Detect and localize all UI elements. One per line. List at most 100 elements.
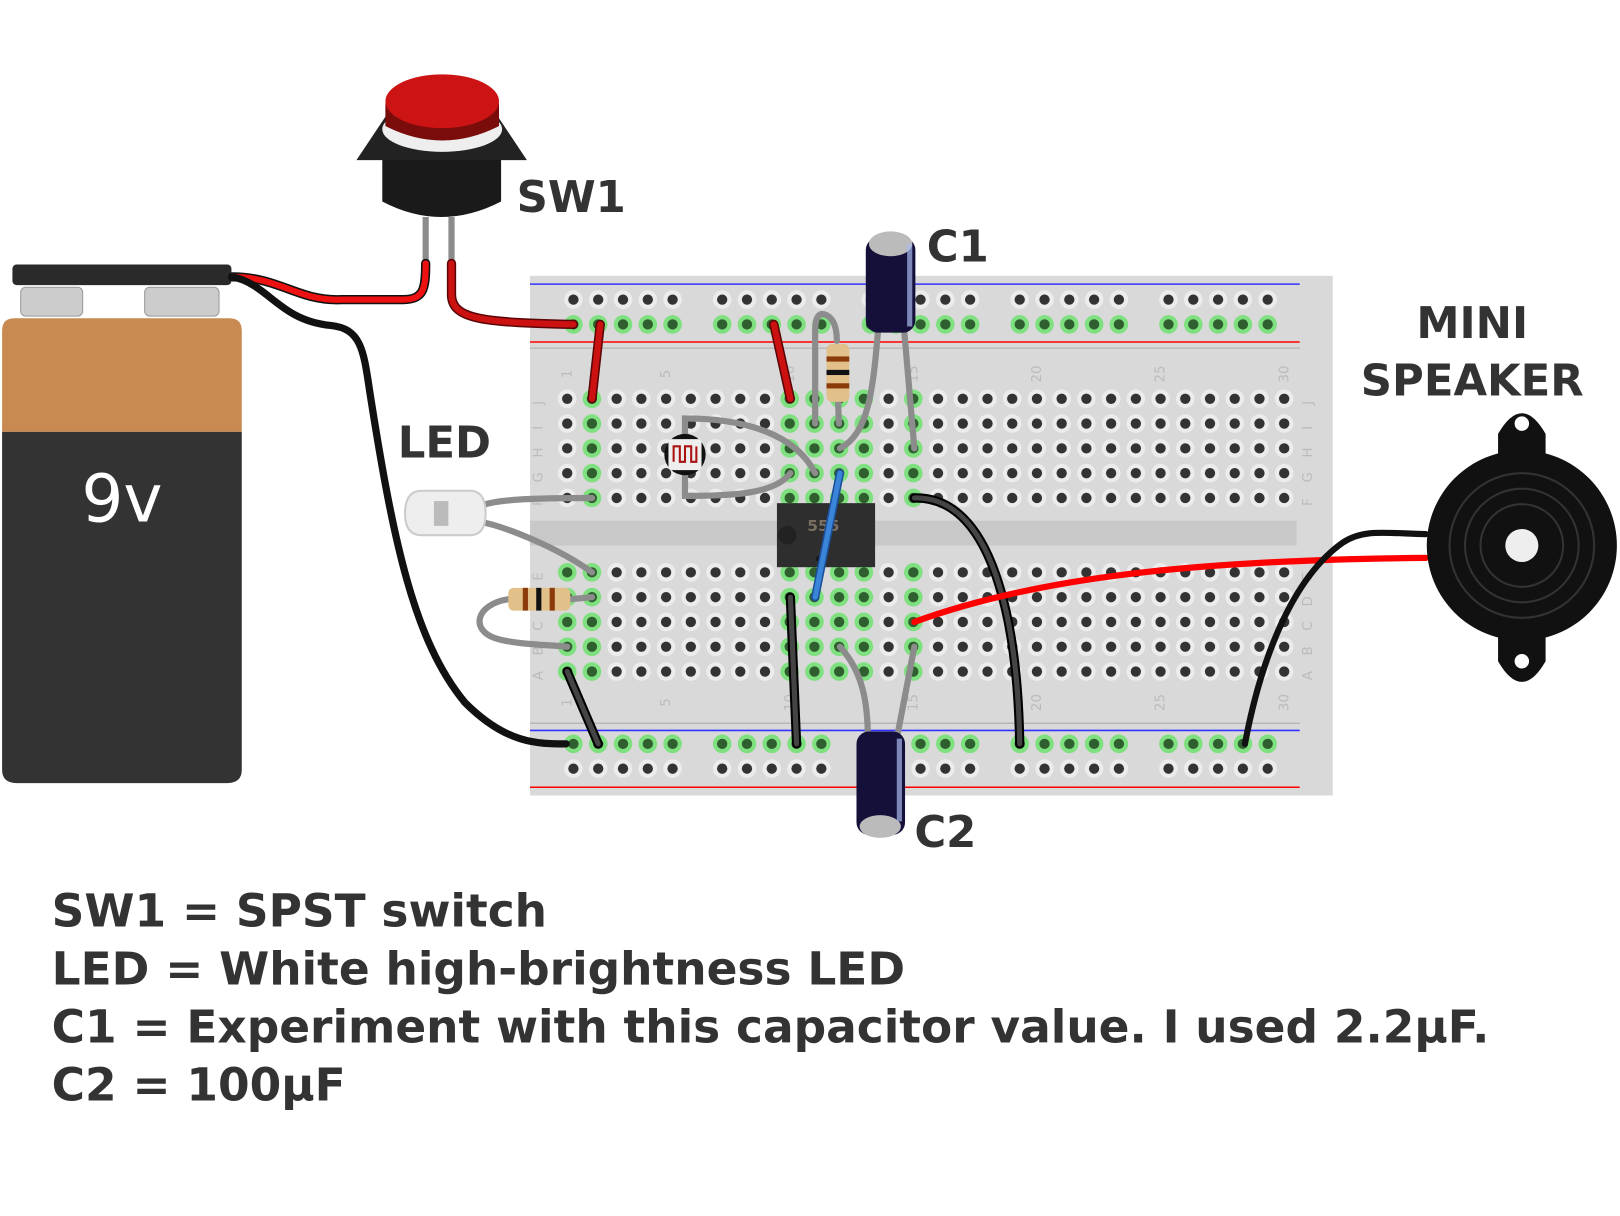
breadboard-hole[interactable] bbox=[953, 488, 973, 508]
breadboard-hole[interactable] bbox=[1077, 463, 1096, 483]
breadboard-hole[interactable] bbox=[1126, 389, 1146, 409]
breadboard-hole[interactable] bbox=[582, 637, 602, 657]
breadboard-hole[interactable] bbox=[755, 662, 775, 681]
breadboard-hole[interactable] bbox=[632, 587, 651, 607]
breadboard-hole[interactable] bbox=[1052, 389, 1071, 409]
breadboard-hole[interactable] bbox=[730, 612, 750, 632]
breadboard-hole[interactable] bbox=[978, 637, 997, 657]
breadboard-hole[interactable] bbox=[656, 662, 676, 681]
breadboard-hole[interactable] bbox=[1052, 414, 1071, 433]
breadboard-hole[interactable] bbox=[663, 290, 682, 309]
breadboard-hole[interactable] bbox=[1159, 759, 1178, 778]
breadboard-hole[interactable] bbox=[1126, 662, 1146, 681]
breadboard-hole[interactable] bbox=[1077, 612, 1096, 632]
breadboard-hole[interactable] bbox=[953, 463, 973, 483]
breadboard-hole[interactable] bbox=[1101, 662, 1121, 681]
breadboard-hole[interactable] bbox=[1258, 290, 1277, 309]
breadboard-hole[interactable] bbox=[1052, 637, 1071, 657]
breadboard-hole[interactable] bbox=[1109, 315, 1129, 334]
breadboard-hole[interactable] bbox=[706, 637, 725, 657]
breadboard-hole[interactable] bbox=[928, 637, 948, 657]
breadboard-hole[interactable] bbox=[953, 563, 973, 582]
breadboard-hole[interactable] bbox=[607, 389, 626, 409]
breadboard-hole[interactable] bbox=[1183, 290, 1203, 309]
breadboard-hole[interactable] bbox=[557, 612, 577, 632]
breadboard-hole[interactable] bbox=[936, 290, 955, 309]
breadboard-hole[interactable] bbox=[904, 587, 923, 607]
breadboard-hole[interactable] bbox=[854, 463, 874, 483]
breadboard-hole[interactable] bbox=[1035, 290, 1054, 309]
breadboard-hole[interactable] bbox=[582, 414, 602, 433]
breadboard-hole[interactable] bbox=[1151, 587, 1170, 607]
breadboard-hole[interactable] bbox=[706, 439, 725, 458]
breadboard-hole[interactable] bbox=[1250, 414, 1269, 433]
breadboard-hole[interactable] bbox=[1060, 290, 1079, 309]
breadboard-hole[interactable] bbox=[730, 637, 750, 657]
breadboard-hole[interactable] bbox=[1233, 315, 1253, 334]
breadboard-hole[interactable] bbox=[656, 488, 676, 508]
breadboard-hole[interactable] bbox=[737, 759, 757, 778]
breadboard-hole[interactable] bbox=[632, 389, 651, 409]
breadboard-hole[interactable] bbox=[557, 414, 577, 433]
breadboard-hole[interactable] bbox=[854, 439, 874, 458]
breadboard-hole[interactable] bbox=[1101, 587, 1121, 607]
breadboard-hole[interactable] bbox=[1200, 389, 1220, 409]
breadboard-hole[interactable] bbox=[1274, 463, 1294, 483]
breadboard-hole[interactable] bbox=[613, 315, 633, 334]
breadboard-hole[interactable] bbox=[829, 612, 849, 632]
breadboard-hole[interactable] bbox=[1035, 315, 1054, 334]
breadboard-hole[interactable] bbox=[730, 587, 750, 607]
breadboard-hole[interactable] bbox=[1002, 463, 1022, 483]
breadboard-hole[interactable] bbox=[607, 637, 626, 657]
breadboard-hole[interactable] bbox=[953, 662, 973, 681]
breadboard-hole[interactable] bbox=[1126, 612, 1146, 632]
breadboard-hole[interactable] bbox=[879, 463, 898, 483]
breadboard-hole[interactable] bbox=[1200, 662, 1220, 681]
breadboard-hole[interactable] bbox=[1274, 662, 1294, 681]
breadboard-hole[interactable] bbox=[1027, 389, 1047, 409]
breadboard-hole[interactable] bbox=[1175, 439, 1195, 458]
wire-speaker-black[interactable] bbox=[1241, 529, 1429, 747]
breadboard-hole[interactable] bbox=[712, 734, 732, 754]
breadboard-hole[interactable] bbox=[1250, 587, 1269, 607]
breadboard-hole[interactable] bbox=[1010, 315, 1030, 334]
breadboard-hole[interactable] bbox=[812, 759, 831, 778]
breadboard-hole[interactable] bbox=[780, 414, 800, 433]
breadboard-hole[interactable] bbox=[1027, 612, 1047, 632]
breadboard-hole[interactable] bbox=[1077, 637, 1096, 657]
breadboard-hole[interactable] bbox=[879, 488, 898, 508]
breadboard-hole[interactable] bbox=[911, 734, 930, 754]
breadboard-hole[interactable] bbox=[1010, 290, 1030, 309]
breadboard-hole[interactable] bbox=[1250, 612, 1269, 632]
breadboard-hole[interactable] bbox=[787, 759, 806, 778]
breadboard-hole[interactable] bbox=[1225, 637, 1245, 657]
breadboard-hole[interactable] bbox=[607, 414, 626, 433]
breadboard-hole[interactable] bbox=[706, 563, 725, 582]
breadboard-hole[interactable] bbox=[1077, 389, 1096, 409]
breadboard-hole[interactable] bbox=[681, 637, 701, 657]
breadboard-hole[interactable] bbox=[1101, 463, 1121, 483]
breadboard-hole[interactable] bbox=[1159, 734, 1178, 754]
breadboard-hole[interactable] bbox=[1175, 414, 1195, 433]
breadboard-hole[interactable] bbox=[1250, 637, 1269, 657]
breadboard-hole[interactable] bbox=[953, 612, 973, 632]
breadboard-hole[interactable] bbox=[607, 439, 626, 458]
breadboard-hole[interactable] bbox=[712, 290, 732, 309]
breadboard-hole[interactable] bbox=[1126, 488, 1146, 508]
breadboard-hole[interactable] bbox=[755, 612, 775, 632]
breadboard-hole[interactable] bbox=[632, 414, 651, 433]
breadboard-hole[interactable] bbox=[1052, 612, 1071, 632]
breadboard-hole[interactable] bbox=[681, 662, 701, 681]
breadboard-hole[interactable] bbox=[879, 662, 898, 681]
breadboard-hole[interactable] bbox=[879, 587, 898, 607]
breadboard-hole[interactable] bbox=[1109, 734, 1129, 754]
breadboard-hole[interactable] bbox=[1002, 389, 1022, 409]
breadboard-hole[interactable] bbox=[928, 563, 948, 582]
breadboard-hole[interactable] bbox=[805, 637, 824, 657]
breadboard-hole[interactable] bbox=[1159, 290, 1178, 309]
breadboard-hole[interactable] bbox=[1101, 389, 1121, 409]
breadboard-hole[interactable] bbox=[1077, 439, 1096, 458]
breadboard-hole[interactable] bbox=[936, 734, 955, 754]
breadboard-hole[interactable] bbox=[978, 389, 997, 409]
breadboard-hole[interactable] bbox=[787, 290, 806, 309]
